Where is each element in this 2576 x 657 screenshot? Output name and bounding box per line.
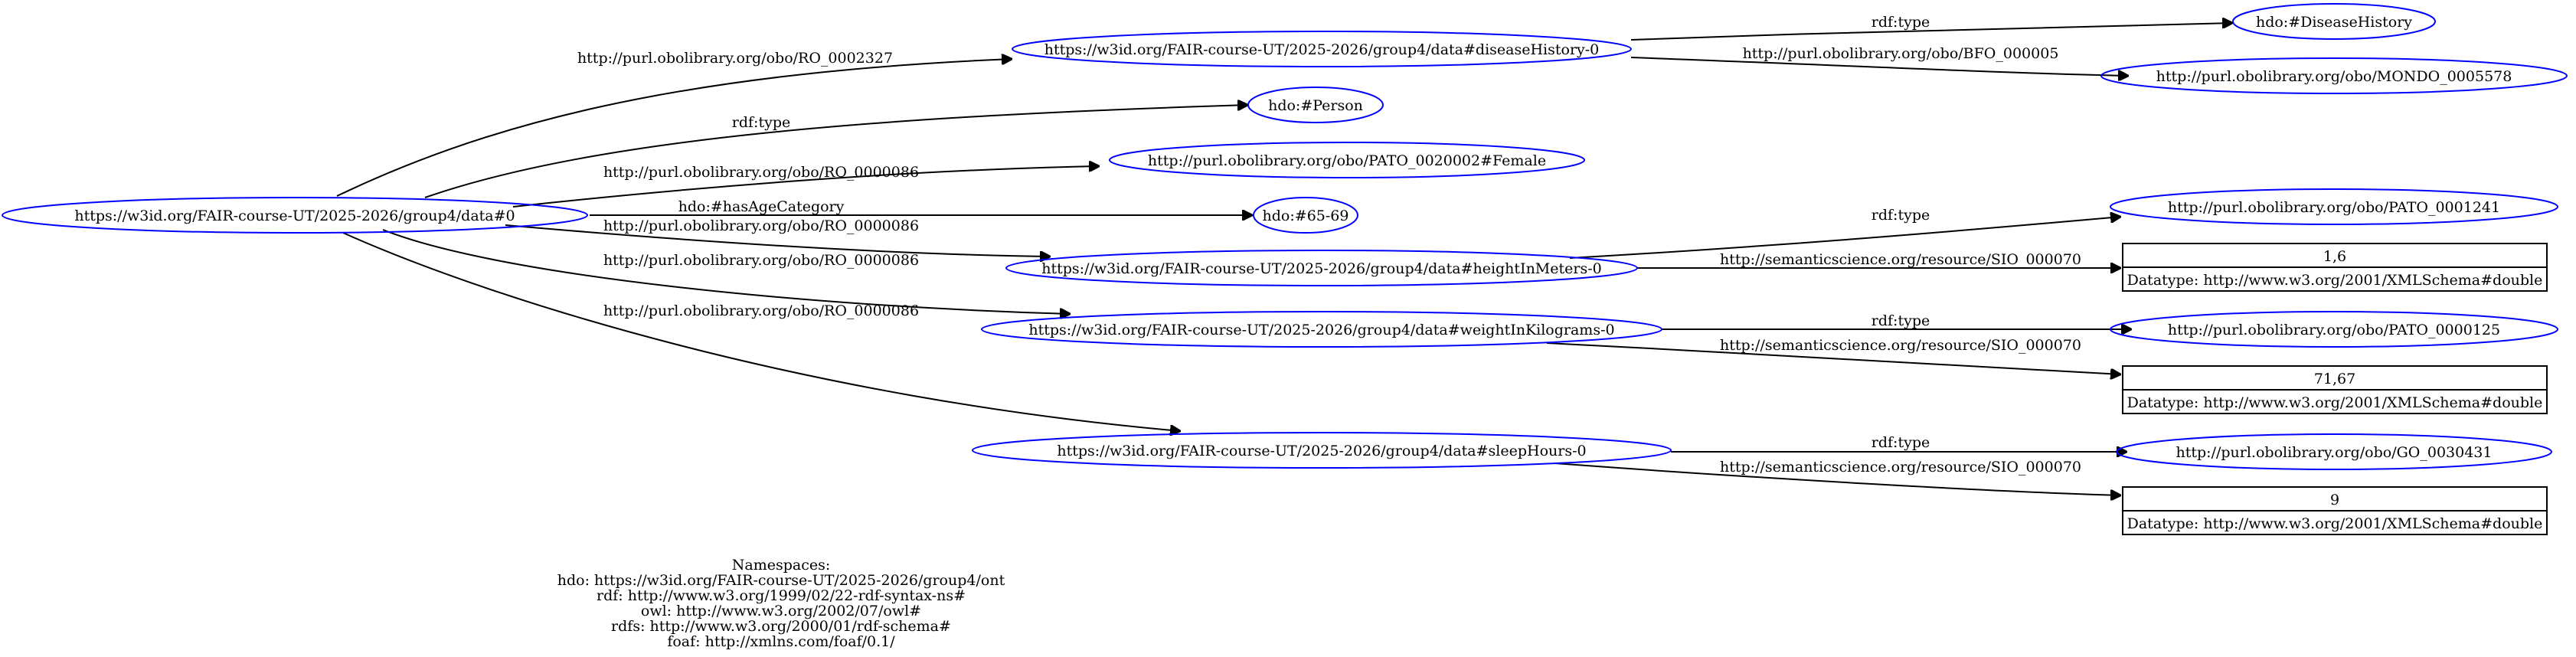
svg-text:https://w3id.org/FAIR-course-U: https://w3id.org/FAIR-course-UT/2025-202… <box>1041 260 1601 277</box>
namespace-rdfs: rdfs: http://www.w3.org/2000/01/rdf-sche… <box>611 618 951 635</box>
edge-label-ro-0000086-height: http://purl.obolibrary.org/obo/RO_000008… <box>603 217 919 234</box>
edge-rdf-type-height <box>1569 217 2121 259</box>
node-pato-0001241[interactable]: http://purl.obolibrary.org/obo/PATO_0001… <box>2110 188 2558 225</box>
edge-sio-000070-weight <box>1546 342 2121 374</box>
edge-rdf-type-person <box>424 105 1248 198</box>
svg-text:http://purl.obolibrary.org/obo: http://purl.obolibrary.org/obo/GO_003043… <box>2176 444 2493 461</box>
edge-label-rdf-type-person: rdf:type <box>732 114 790 131</box>
edge-label-sio-000070-height: http://semanticscience.org/resource/SIO_… <box>1720 251 2081 268</box>
svg-text:https://w3id.org/FAIR-course-U: https://w3id.org/FAIR-course-UT/2025-202… <box>1044 41 1600 58</box>
edge-label-ro-0002327: http://purl.obolibrary.org/obo/RO_000232… <box>577 50 893 67</box>
svg-text:hdo:#Person: hdo:#Person <box>1268 97 1363 114</box>
edge-ro-0000086-sleep <box>342 232 1181 431</box>
node-sleep-hours-0[interactable]: https://w3id.org/FAIR-course-UT/2025-202… <box>972 432 1672 469</box>
edge-ro-0000086-height <box>505 224 1051 257</box>
node-person[interactable]: hdo:#Person <box>1247 87 1384 123</box>
literal-datatype: Datatype: http://www.w3.org/2001/XMLSche… <box>2127 515 2543 532</box>
literal-value: 1,6 <box>2323 248 2346 265</box>
node-height-in-meters-0[interactable]: https://w3id.org/FAIR-course-UT/2025-202… <box>1005 250 1638 286</box>
svg-text:https://w3id.org/FAIR-course-U: https://w3id.org/FAIR-course-UT/2025-202… <box>1057 443 1586 459</box>
edge-label-bfo-000005: http://purl.obolibrary.org/obo/BFO_00000… <box>1743 45 2059 62</box>
svg-text:hdo:#DiseaseHistory: hdo:#DiseaseHistory <box>2256 14 2412 31</box>
node-disease-history-0[interactable]: https://w3id.org/FAIR-course-UT/2025-202… <box>1012 31 1632 67</box>
edge-ro-0000086-female <box>512 166 1100 208</box>
node-age-category[interactable]: hdo:#65-69 <box>1253 197 1358 234</box>
svg-text:http://purl.obolibrary.org/obo: http://purl.obolibrary.org/obo/MONDO_000… <box>2156 68 2512 85</box>
literal-value: 9 <box>2330 492 2339 508</box>
namespaces-title: Namespaces: <box>731 557 831 574</box>
uri-nodes: https://w3id.org/FAIR-course-UT/2025-202… <box>2 3 2568 470</box>
svg-text:http://purl.obolibrary.org/obo: http://purl.obolibrary.org/obo/PATO_0020… <box>1148 152 1546 169</box>
edge-label-ro-0000086-weight: http://purl.obolibrary.org/obo/RO_000008… <box>603 252 919 269</box>
node-mondo-0005578[interactable]: http://purl.obolibrary.org/obo/MONDO_000… <box>2100 57 2568 94</box>
edge-ro-0000086-weight <box>382 229 1071 314</box>
edge-sio-000070-sleep <box>1554 463 2121 495</box>
namespaces-legend: Namespaces: hdo: https://w3id.org/FAIR-c… <box>0 557 1562 649</box>
literal-height-value[interactable]: 1,6 Datatype: http://www.w3.org/2001/XML… <box>2122 243 2548 292</box>
node-data-0[interactable]: https://w3id.org/FAIR-course-UT/2025-202… <box>2 197 588 234</box>
edge-label-rdf-type-weight: rdf:type <box>1872 312 1930 329</box>
svg-text:https://w3id.org/FAIR-course-U: https://w3id.org/FAIR-course-UT/2025-202… <box>74 208 515 224</box>
namespace-hdo: hdo: https://w3id.org/FAIR-course-UT/202… <box>557 572 1005 589</box>
svg-text:http://purl.obolibrary.org/obo: http://purl.obolibrary.org/obo/PATO_0001… <box>2168 199 2500 216</box>
node-weight-in-kilograms-0[interactable]: https://w3id.org/FAIR-course-UT/2025-202… <box>981 311 1662 348</box>
edges: http://purl.obolibrary.org/obo/RO_000232… <box>336 14 2233 495</box>
node-disease-history-class[interactable]: hdo:#DiseaseHistory <box>2232 3 2436 40</box>
edge-label-rdf-type-height: rdf:type <box>1872 207 1930 224</box>
edge-ro-0002327 <box>336 59 1012 197</box>
svg-text:http://purl.obolibrary.org/obo: http://purl.obolibrary.org/obo/PATO_0000… <box>2168 322 2500 338</box>
edge-label-sio-000070-weight: http://semanticscience.org/resource/SIO_… <box>1720 337 2081 354</box>
edge-rdf-type-disease-history <box>1630 23 2233 41</box>
namespace-rdf: rdf: http://www.w3.org/1999/02/22-rdf-sy… <box>597 587 966 604</box>
literal-nodes: 1,6 Datatype: http://www.w3.org/2001/XML… <box>2122 243 2548 535</box>
literal-datatype: Datatype: http://www.w3.org/2001/XMLSche… <box>2127 272 2543 289</box>
edge-label-rdf-type-disease-history: rdf:type <box>1872 14 1930 31</box>
node-pato-0000125[interactable]: http://purl.obolibrary.org/obo/PATO_0000… <box>2110 311 2558 348</box>
node-go-0030431[interactable]: http://purl.obolibrary.org/obo/GO_003043… <box>2116 433 2552 470</box>
literal-sleep-value[interactable]: 9 Datatype: http://www.w3.org/2001/XMLSc… <box>2122 486 2548 535</box>
edge-bfo-000005 <box>1630 57 2129 76</box>
edge-label-ro-0000086-female: http://purl.obolibrary.org/obo/RO_000008… <box>603 164 919 181</box>
namespace-foaf: foaf: http://xmlns.com/foaf/0.1/ <box>667 633 895 650</box>
literal-datatype: Datatype: http://www.w3.org/2001/XMLSche… <box>2127 394 2543 411</box>
edge-label-has-age-category: hdo:#hasAgeCategory <box>678 198 845 215</box>
namespace-owl: owl: http://www.w3.org/2002/07/owl# <box>640 603 922 619</box>
edge-label-ro-0000086-sleep: http://purl.obolibrary.org/obo/RO_000008… <box>603 302 919 319</box>
edge-label-sio-000070-sleep: http://semanticscience.org/resource/SIO_… <box>1720 459 2081 476</box>
literal-value: 71,67 <box>2314 371 2355 387</box>
edge-label-rdf-type-sleep: rdf:type <box>1872 434 1930 451</box>
svg-text:https://w3id.org/FAIR-course-U: https://w3id.org/FAIR-course-UT/2025-202… <box>1028 322 1614 338</box>
node-female[interactable]: http://purl.obolibrary.org/obo/PATO_0020… <box>1109 142 1585 178</box>
svg-text:hdo:#65-69: hdo:#65-69 <box>1263 208 1349 224</box>
literal-weight-value[interactable]: 71,67 Datatype: http://www.w3.org/2001/X… <box>2122 365 2548 414</box>
